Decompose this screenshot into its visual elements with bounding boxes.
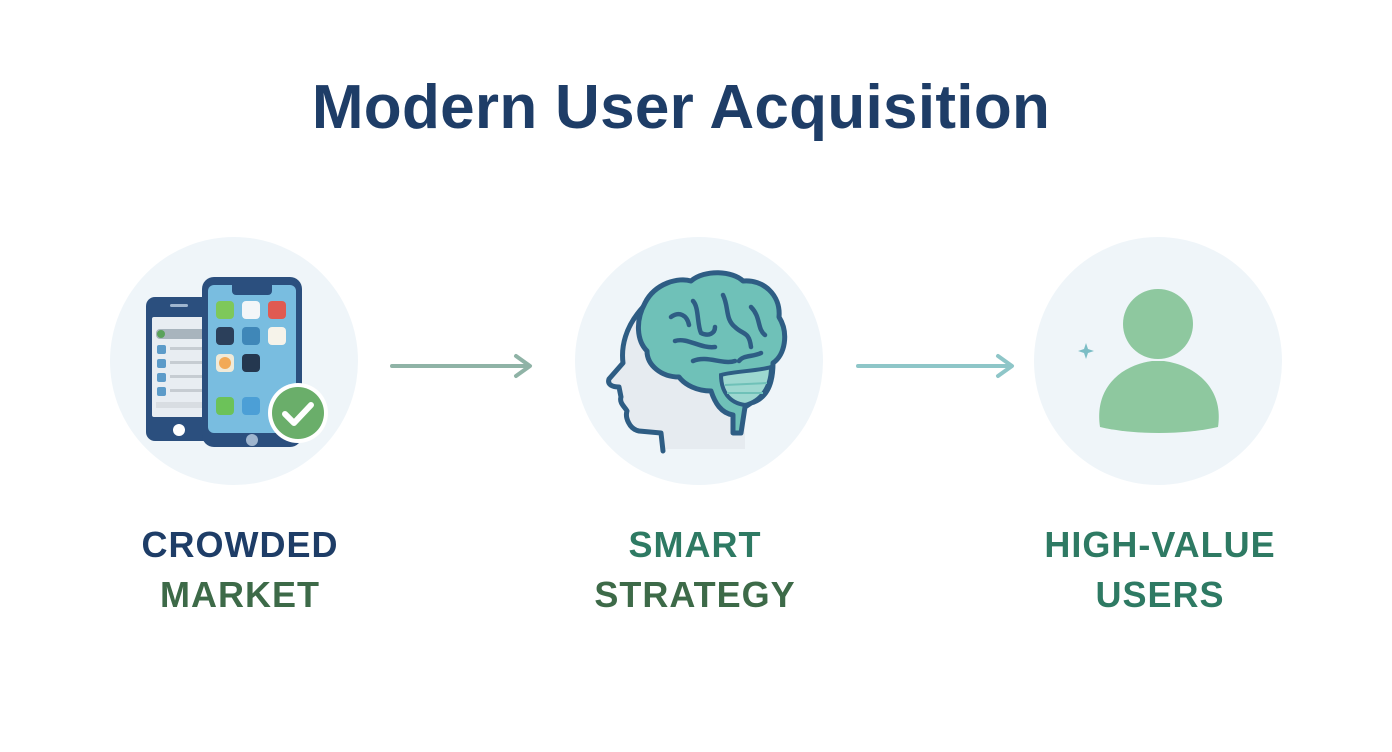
brain-head-icon [606, 270, 788, 454]
step-1-label: CROWDED MARKET [100, 520, 380, 620]
user-icon [1078, 289, 1219, 433]
step-2-smart-strategy-icon-circle [575, 237, 823, 485]
step-3-high-value-users-icon-circle [1034, 237, 1282, 485]
step-1-crowded-market-icon-circle [110, 237, 358, 485]
step-1-label-line-1: CROWDED [141, 524, 339, 565]
step-2-label: SMART STRATEGY [555, 520, 835, 620]
arrow-right-icon [390, 354, 532, 378]
smartphones-checkmark-icon [146, 277, 328, 447]
step-3-label: HIGH-VALUE USERS [1010, 520, 1310, 620]
step-3-label-line-1: HIGH-VALUE [1044, 524, 1276, 565]
step-3-label-line-2: USERS [1095, 574, 1225, 615]
step-2-label-line-2: STRATEGY [594, 574, 796, 615]
step-1-label-line-2: MARKET [160, 574, 320, 615]
sparkle-icon [1078, 343, 1094, 359]
step-2-label-line-1: SMART [628, 524, 762, 565]
arrow-right-icon [856, 354, 1014, 378]
diagram-title: Modern User Acquisition [311, 73, 1051, 142]
